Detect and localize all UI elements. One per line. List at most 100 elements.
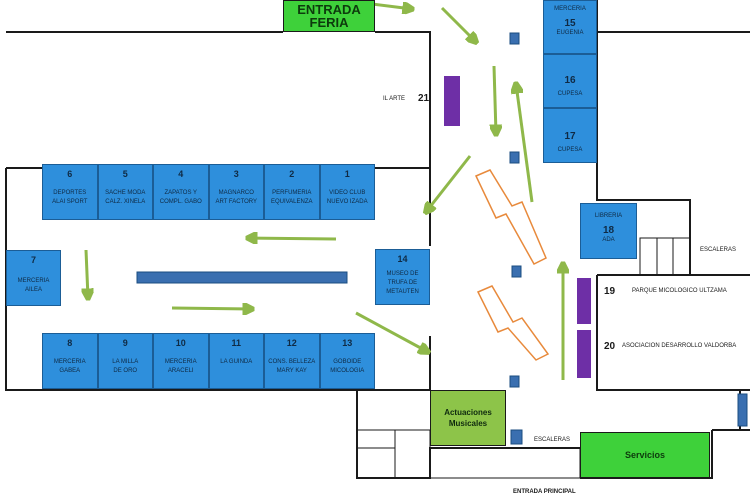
purple-stands — [444, 76, 591, 378]
stall-15-line1: MERCERIA — [554, 6, 586, 12]
stall-11[interactable]: 11 LA GUINDA — [208, 333, 264, 389]
stall-line1: MERCERIA — [53, 359, 86, 365]
arrow-9 — [355, 311, 428, 352]
services-area[interactable]: Servicios — [580, 432, 710, 478]
stall-15-number: 15 — [564, 18, 576, 29]
entrance-principal[interactable]: ENTRADA PRINCIPAL — [513, 489, 576, 495]
stall-number: 12 — [286, 338, 297, 348]
arrow-3 — [494, 65, 496, 134]
stall-18-line1: LIBRERIA — [594, 213, 623, 219]
stall-number: 3 — [233, 169, 239, 179]
stall-number: 10 — [175, 338, 186, 348]
stall-line1: CONS. BELLEZA — [268, 359, 316, 365]
stall-line2: MICOLOGIA — [330, 368, 365, 374]
stall-9[interactable]: 9 LA MILLA DE ORO — [97, 333, 153, 389]
entrance-feria-line2: FERIA — [309, 15, 349, 30]
stall-number: 2 — [289, 169, 295, 179]
stall-14[interactable]: 14 MUSEO DE TRUFA DE METAUTEN — [375, 249, 430, 305]
stall-line1: VIDEO CLUB — [329, 190, 366, 196]
stall-14-line2: TRUFA DE — [387, 280, 418, 286]
stall-18-number: 18 — [602, 225, 615, 236]
arrow-2 — [440, 6, 476, 42]
stall-line1: ZAPATOS Y — [164, 190, 198, 196]
entrance-feria[interactable]: ENTRADA FERIA — [283, 0, 375, 32]
stall-19-number: 19 — [604, 286, 616, 297]
stall-line2: ART FACTORY — [215, 199, 258, 205]
stall-line2: DE ORO — [113, 368, 138, 374]
stall-line2: NUEVO IZADA — [326, 199, 368, 205]
stall-number: 1 — [344, 169, 350, 179]
stall-17-line1: CUPESA — [557, 147, 583, 153]
stall-number: 13 — [342, 338, 353, 348]
services-label: Servicios — [624, 450, 666, 460]
stall-number: 9 — [122, 338, 128, 348]
stall-line2: CALZ. XINELA — [105, 199, 146, 205]
arrow-6 — [248, 238, 337, 239]
arrow-4 — [516, 84, 534, 203]
markers — [509, 32, 748, 445]
stall-line2: COMPL. GABO — [159, 199, 202, 205]
stall-16[interactable]: 16 CUPESA — [543, 54, 597, 108]
stairs-bottom-label: ESCALERAS — [534, 437, 571, 443]
musical-area[interactable]: Actuaciones Musicales — [430, 390, 506, 446]
stall-line1: PERFUMERIA — [272, 190, 312, 196]
stall-line2: ALAI SPORT — [52, 199, 88, 205]
stall-line1: MAGNARCO — [218, 190, 254, 196]
arrow-7 — [86, 249, 88, 298]
stall-line1: LA GUINDA — [220, 359, 253, 365]
stall-14-line1: MUSEO DE — [386, 271, 419, 277]
stall-7-line2: AILEA — [24, 287, 42, 293]
stall-7[interactable]: 7 MERCERIA AILEA — [6, 250, 61, 306]
stall-7-line1: MERCERIA — [17, 278, 50, 284]
stall-20-number: 20 — [604, 341, 616, 352]
stall-number: 4 — [178, 169, 184, 179]
stall-18[interactable]: LIBRERIA 18 ADA — [580, 203, 637, 259]
arrow-5 — [426, 155, 472, 212]
stall-line1: LA MILLA — [112, 359, 139, 365]
stall-number: 8 — [67, 338, 73, 348]
arrow-8 — [171, 308, 252, 309]
stall-14-number: 14 — [397, 254, 408, 264]
stall-15-line2: EUGENIA — [556, 30, 584, 36]
musical-area-line2: Musicales — [448, 419, 488, 428]
stall-16-number: 16 — [564, 75, 576, 86]
stall-line2: EQUIVALENZA — [270, 199, 313, 205]
stall-17[interactable]: 17 CUPESA — [543, 108, 597, 163]
stall-line1: SACHE MODA — [105, 190, 146, 196]
musical-area-line1: Actuaciones — [444, 408, 492, 417]
stall-20-name: ASOCIACION DESARROLLO VALDORBA — [622, 343, 737, 349]
stairs-bottom-left — [356, 429, 581, 479]
stall-line2: ARACELI — [167, 368, 194, 374]
stairs-right-label: ESCALERAS — [700, 247, 737, 253]
stairs-right — [639, 237, 691, 276]
entrance-feria-line1: ENTRADA — [297, 2, 361, 17]
display-top — [474, 169, 547, 265]
stall-17-number: 17 — [564, 131, 576, 142]
stall-line1: MERCERIA — [164, 359, 197, 365]
stall-number: 5 — [122, 169, 128, 179]
stall-16-line1: CUPESA — [557, 91, 583, 97]
stall-7-number: 7 — [30, 255, 36, 265]
stall-15[interactable]: MERCERIA 15 EUGENIA — [543, 0, 597, 54]
stall-line2: GABEA — [59, 368, 81, 374]
stall-21-name: IL ARTE — [383, 96, 406, 102]
stall-line2: MARY KAY — [276, 368, 307, 374]
stall-14-line3: METAUTEN — [386, 289, 419, 295]
stall-line1: GOBOIDE — [333, 359, 362, 365]
orange-displays — [474, 169, 550, 361]
display-bottom — [476, 285, 550, 361]
stall-line1: DEPORTES — [53, 190, 87, 196]
stall-number: 11 — [231, 338, 241, 348]
stall-21-number: 21 — [418, 93, 430, 104]
